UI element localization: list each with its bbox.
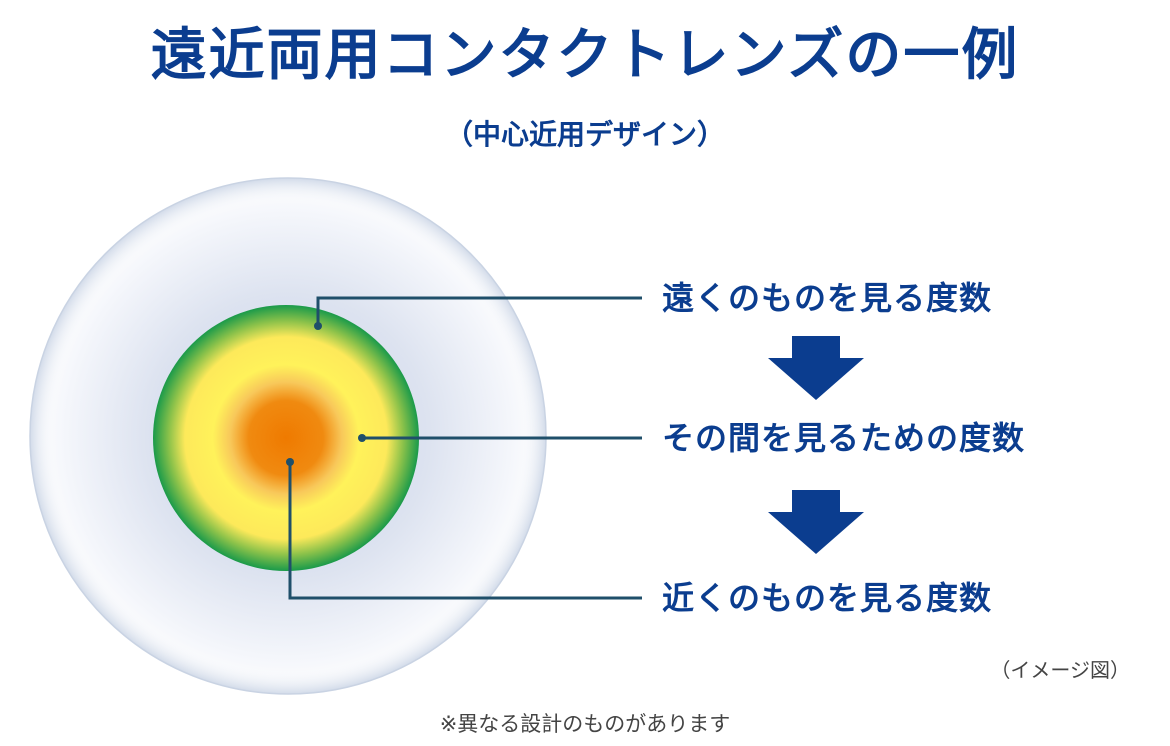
optic-zone — [153, 305, 419, 571]
intermediate-zone-marker — [358, 434, 366, 442]
far-zone-leader-line — [316, 296, 642, 326]
diagram-title: 遠近両用コンタクトレンズの一例 — [150, 23, 1020, 88]
diagram-subtitle: （中心近用デザイン） — [444, 118, 725, 151]
down-arrow-icon — [768, 490, 864, 554]
far-zone-marker — [314, 322, 322, 330]
footnote: ※異なる設計のものがあります — [439, 712, 731, 736]
intermediate-zone-label: その間を見るための度数 — [662, 419, 1026, 457]
near-zone-leader-line — [288, 462, 642, 600]
near-zone-label: 近くのものを見る度数 — [662, 579, 993, 617]
down-arrow-icon — [768, 336, 864, 400]
far-zone-label: 遠くのものを見る度数 — [662, 279, 993, 317]
image-note: （イメージ図） — [990, 658, 1130, 682]
near-zone-marker — [286, 458, 294, 466]
